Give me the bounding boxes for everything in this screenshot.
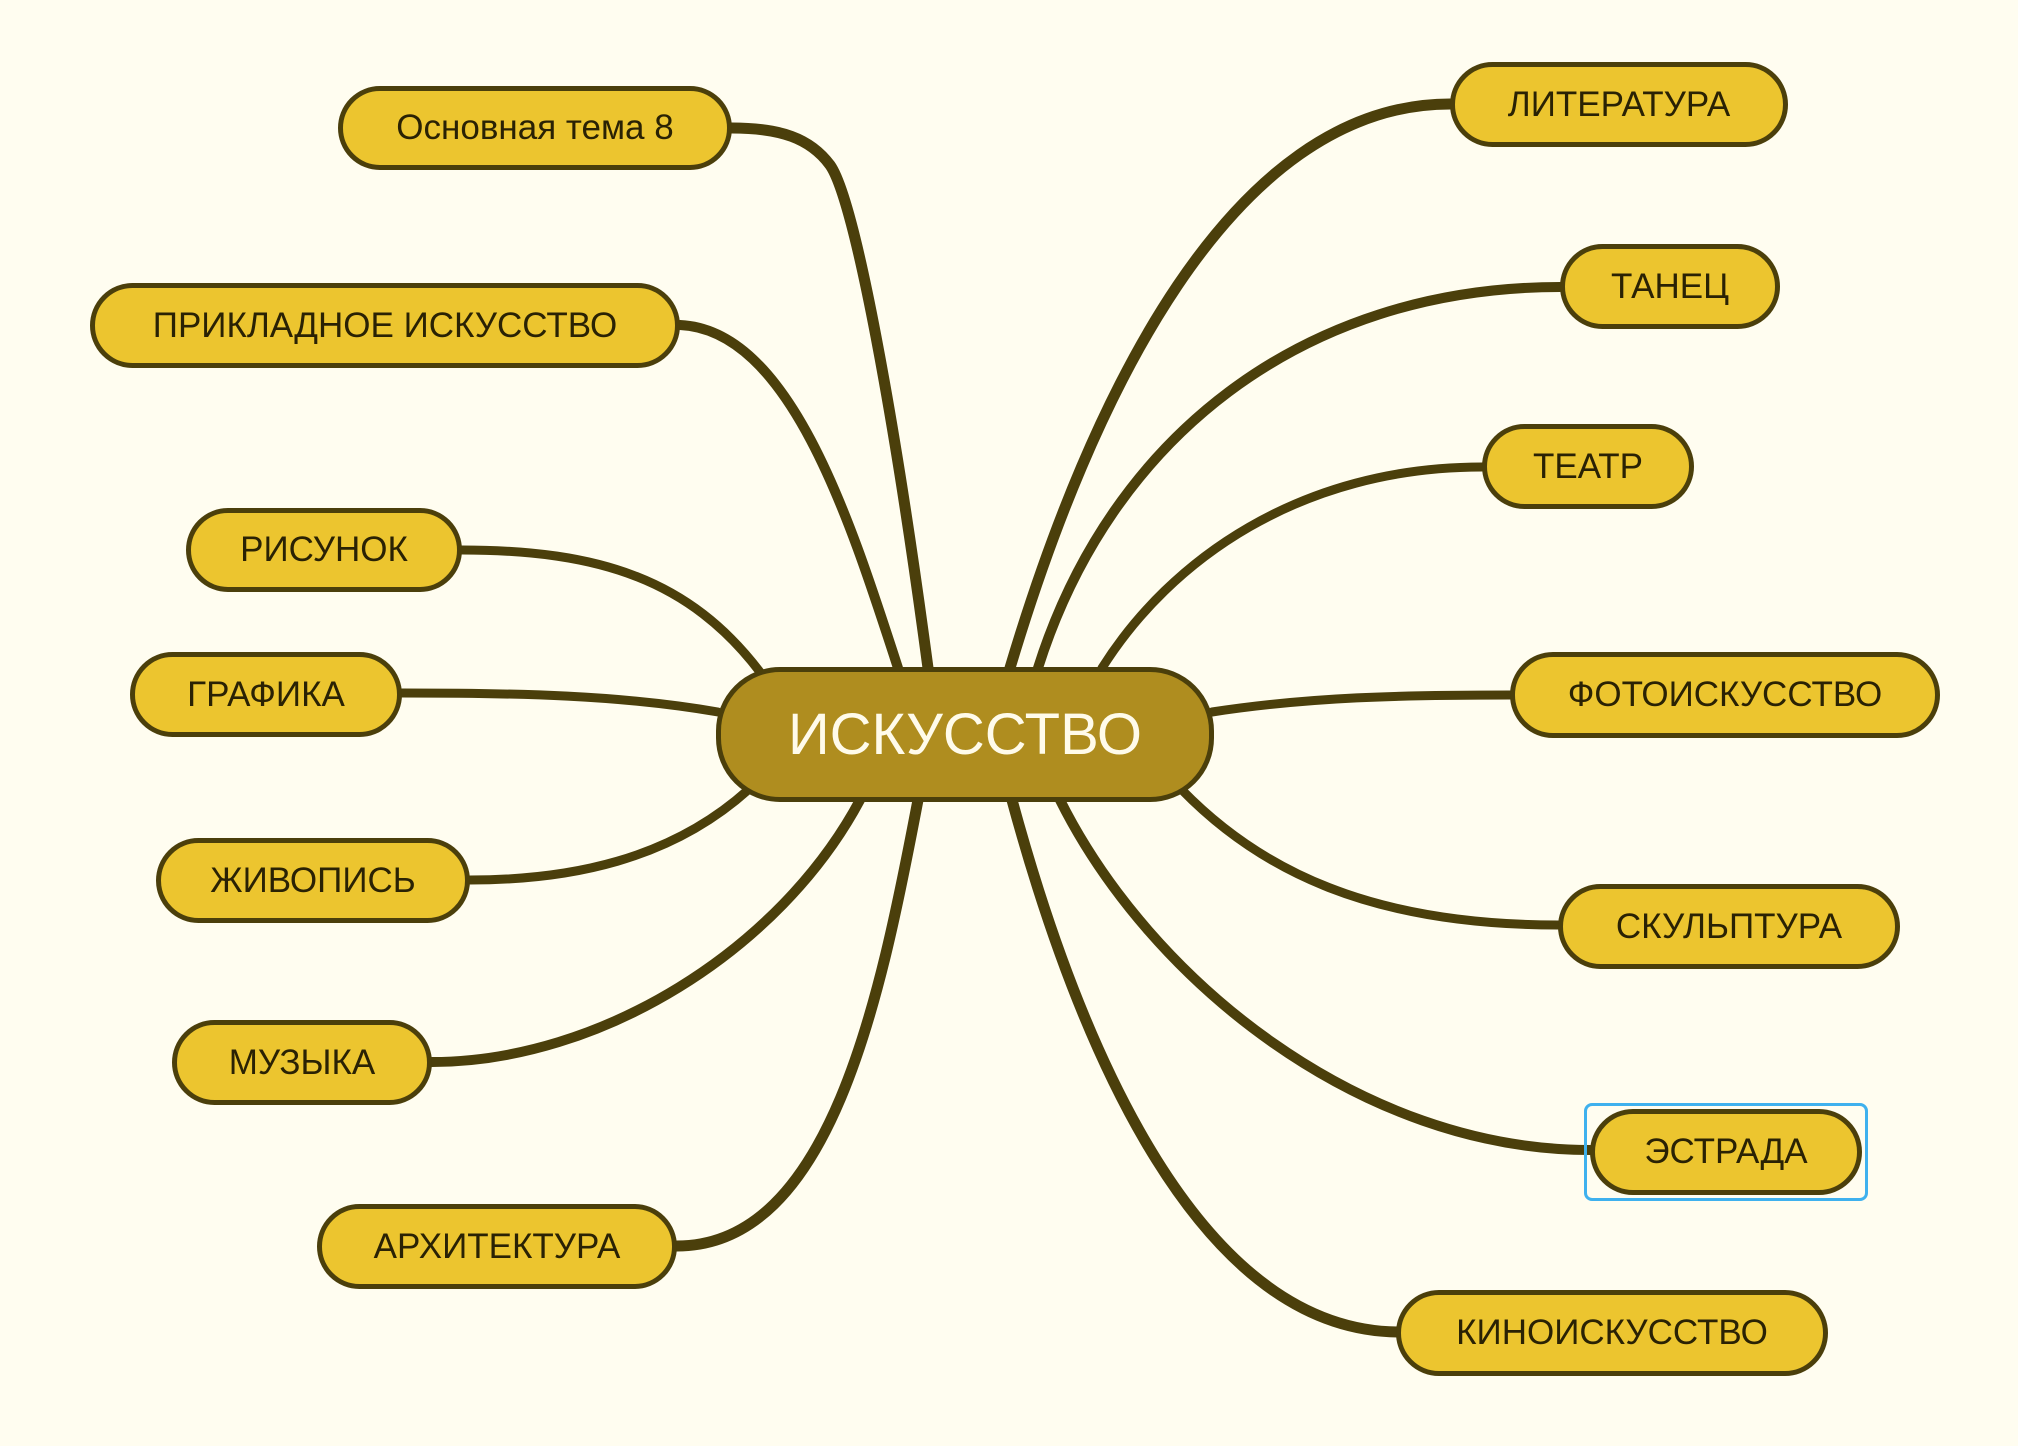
topic-main-8[interactable]: Основная тема 8: [338, 86, 732, 170]
topic-graphics[interactable]: ГРАФИКА: [130, 652, 402, 737]
branch-line-theatre: [1097, 462, 1487, 673]
branch-line-graphics: [397, 688, 723, 717]
topic-architecture[interactable]: АРХИТЕКТУРА: [317, 1204, 677, 1289]
branch-line-architecture: [671, 794, 924, 1252]
branch-line-music: [427, 795, 865, 1067]
branch-line-t8: [726, 122, 934, 674]
topic-theatre[interactable]: ТЕАТР: [1482, 424, 1694, 509]
topic-photo-art[interactable]: ФОТОИСКУССТВО: [1510, 652, 1940, 738]
central-topic[interactable]: ИСКУССТВО: [716, 667, 1214, 802]
topic-applied-art[interactable]: ПРИКЛАДНОЕ ИСКУССТВО: [90, 283, 680, 368]
branch-line-applied: [675, 320, 903, 673]
branch-line-literature: [1004, 98, 1456, 674]
branch-line-estrada: [1055, 795, 1595, 1155]
branch-line-painting: [465, 785, 753, 885]
topic-literature[interactable]: ЛИТЕРАТУРА: [1450, 62, 1788, 147]
branch-line-dance: [1033, 282, 1565, 673]
branch-line-cinema: [1006, 794, 1406, 1338]
branch-line-drawing: [457, 545, 765, 677]
topic-music[interactable]: МУЗЫКА: [172, 1020, 432, 1105]
branch-line-photo: [1207, 690, 1515, 717]
branch-line-sculpture: [1177, 785, 1563, 930]
topic-sculpture[interactable]: СКУЛЬПТУРА: [1558, 884, 1900, 969]
topic-drawing[interactable]: РИСУНОК: [186, 508, 462, 592]
topic-estrada[interactable]: ЭСТРАДА: [1590, 1109, 1862, 1195]
topic-dance[interactable]: ТАНЕЦ: [1560, 244, 1780, 329]
topic-cinema[interactable]: КИНОИСКУССТВО: [1396, 1290, 1828, 1376]
topic-painting[interactable]: ЖИВОПИСЬ: [156, 838, 470, 923]
